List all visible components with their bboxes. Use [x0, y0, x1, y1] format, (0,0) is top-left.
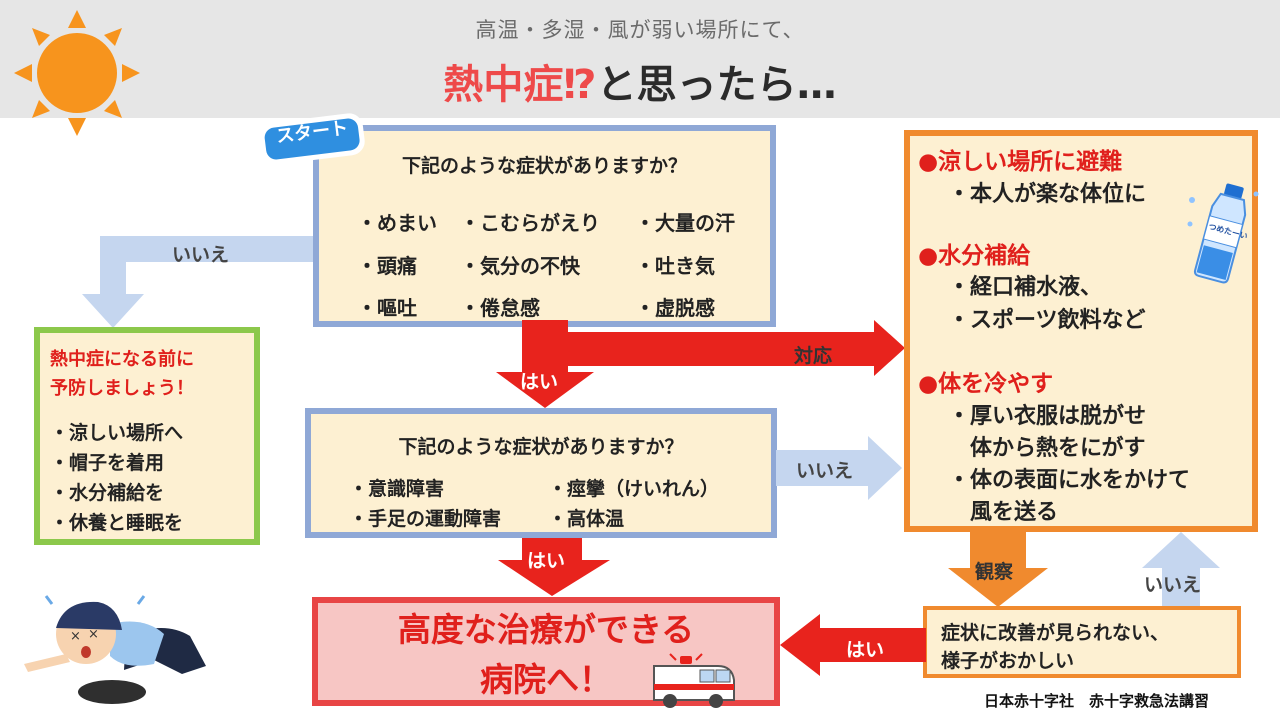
svg-text:×: ×: [70, 629, 81, 644]
label-no-3: いいえ: [1144, 574, 1202, 596]
symptom-item: ・倦怠感: [460, 296, 540, 320]
symptom-item: ・気分の不快: [460, 254, 580, 278]
symptom-item: ・手足の運動障害: [349, 508, 502, 530]
action-item: ・経口補水液、: [948, 275, 1103, 300]
question-1-title: 下記のような症状がありますか？: [401, 155, 687, 177]
ambulance-icon: [653, 653, 735, 708]
hospital-line-1: 高度な治療ができる: [397, 610, 695, 649]
observe-line-2: 様子がおかしい: [941, 650, 1075, 672]
page-title: 熱中症⁉と思ったら…: [0, 52, 1280, 110]
label-no-2: いいえ: [796, 460, 854, 482]
svg-text:×: ×: [88, 627, 99, 642]
collapsed-person-illustration: × ×: [24, 595, 206, 704]
action-item: 体から熱をにがす: [948, 436, 1146, 461]
observe-line-1: 症状に改善が見られない、: [941, 622, 1170, 644]
question-box-2: 下記のような症状がありますか？ ・意識障害 ・痙攣（けいれん） ・手足の運動障害…: [305, 408, 777, 538]
symptom-item: ・大量の汗: [635, 211, 735, 235]
action-item: ・体の表面に水をかけて: [948, 468, 1191, 493]
title-rest: と思ったら…: [596, 62, 837, 108]
arrow-yes-to-hospital: [498, 538, 610, 596]
hospital-line-2: 病院へ！: [480, 660, 612, 699]
label-yes-2: はい: [527, 550, 566, 572]
symptom-item: ・虚脱感: [635, 296, 715, 320]
credit-text: 日本赤十字社 赤十字救急法講習: [984, 692, 1210, 710]
arrow-no-to-prevention: [82, 236, 315, 328]
label-yes-1: はい: [520, 371, 559, 393]
label-yes-3: はい: [846, 639, 885, 661]
prevention-item: ・帽子を着用: [50, 452, 165, 474]
action-item: 風を送る: [948, 500, 1059, 525]
water-bottle-icon: [1187, 183, 1259, 284]
actions-box: ●涼しい場所に避難 ・本人が楽な体位に ●水分補給 ・経口補水液、 ・スポーツ飲…: [904, 130, 1258, 532]
arrow-yes-to-hospital-2: [780, 614, 926, 676]
action-heading: ●涼しい場所に避難: [918, 149, 1123, 175]
action-item: ・スポーツ飲料など: [948, 308, 1146, 333]
observe-box: 症状に改善が見られない、 様子がおかしい: [923, 606, 1241, 678]
label-respond: 対応: [794, 345, 833, 367]
arrow-observe: [948, 532, 1048, 607]
symptom-item: ・めまい: [357, 211, 437, 235]
question-box-1: 下記のような症状がありますか？ ・めまい ・こむらがえり ・大量の汗 ・頭痛 ・…: [313, 125, 776, 327]
action-item: ・本人が楽な体位に: [948, 182, 1147, 207]
title-highlight: 熱中症⁉: [443, 62, 597, 108]
header-band: [0, 0, 1280, 118]
prevention-title-1: 熱中症になる前に: [50, 349, 194, 370]
question-2-title: 下記のような症状がありますか？: [398, 436, 684, 458]
sun-icon: [14, 10, 140, 136]
label-observe: 観察: [975, 561, 1014, 583]
prevention-item: ・涼しい場所へ: [50, 422, 184, 444]
action-item: ・厚い衣服は脱がせ: [948, 404, 1147, 429]
symptom-item: ・高体温: [548, 508, 625, 530]
symptom-item: ・嘔吐: [357, 296, 417, 320]
start-badge-shape: [259, 113, 365, 164]
arrow-yes-and-respond: [496, 320, 905, 408]
label-no-1: いいえ: [172, 244, 230, 266]
symptom-item: ・意識障害: [349, 478, 445, 500]
symptom-item: ・頭痛: [357, 254, 417, 278]
action-heading: ●水分補給: [918, 243, 1031, 269]
arrow-no-back-to-actions: [1142, 532, 1220, 608]
symptom-item: ・痙攣（けいれん）: [548, 478, 720, 500]
header-subtitle: 高温・多湿・風が弱い場所にて、: [475, 18, 805, 42]
prevention-item: ・休養と睡眠を: [50, 512, 184, 534]
symptom-item: ・こむらがえり: [460, 211, 600, 235]
action-heading: ●体を冷やす: [918, 371, 1054, 397]
prevention-box: 熱中症になる前に 予防しましょう！ ・涼しい場所へ ・帽子を着用 ・水分補給を …: [34, 327, 260, 545]
prevention-item: ・水分補給を: [50, 482, 165, 504]
prevention-title-2: 予防しましょう！: [50, 378, 194, 399]
symptom-item: ・吐き気: [635, 254, 715, 278]
arrow-no-to-actions: [776, 436, 902, 500]
